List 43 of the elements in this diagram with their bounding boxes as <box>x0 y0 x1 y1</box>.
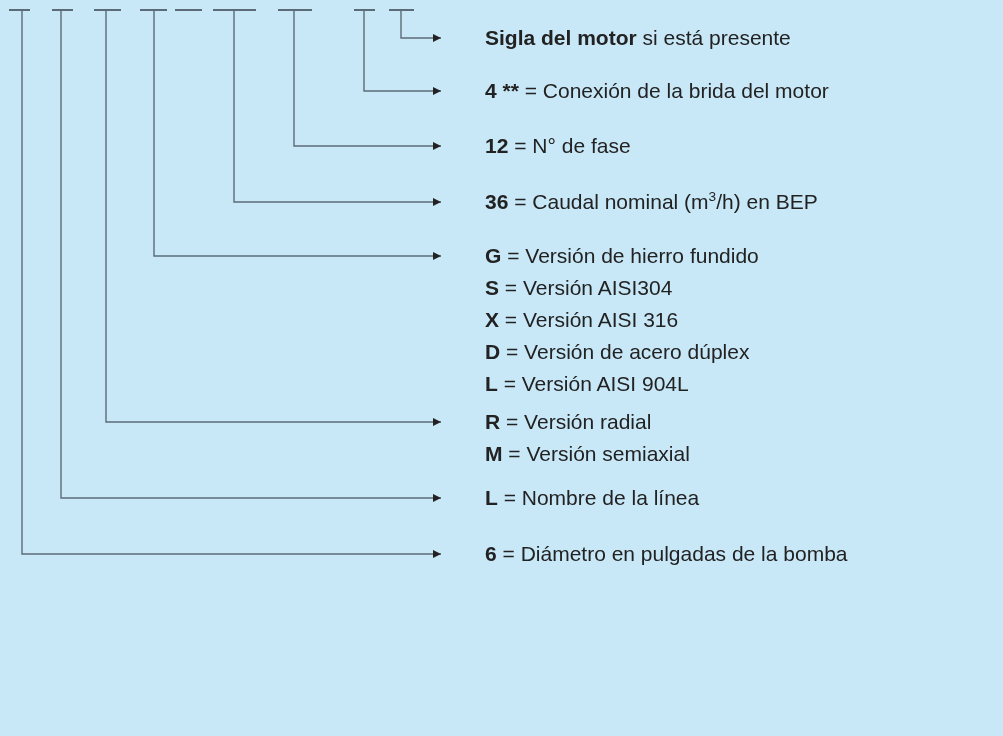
code-description: = Versión de hierro fundido <box>507 244 759 267</box>
code-description: = Versión AISI 904L <box>503 372 689 395</box>
code-description: = Diámetro en pulgadas de la bomba <box>502 542 848 565</box>
type-code: L <box>485 486 498 509</box>
code-description: = Versión semiaxial <box>508 442 690 465</box>
tick-mark <box>354 9 375 11</box>
type-code: 4 ** <box>485 79 519 102</box>
leader-arrow <box>21 9 442 558</box>
tick-mark <box>213 9 256 11</box>
leader-arrow <box>363 9 442 95</box>
tick-mark <box>389 9 414 11</box>
code-description: = Versión radial <box>506 410 652 433</box>
leader-arrow <box>153 9 442 260</box>
type-code: 6 <box>485 542 497 565</box>
type-code: L <box>485 372 498 395</box>
tick-mark <box>278 9 312 11</box>
leader-arrow <box>60 9 442 502</box>
code-description: si está presente <box>642 26 791 49</box>
type-code: X <box>485 308 499 331</box>
type-code: 36 <box>485 190 509 213</box>
code-description: = Versión AISI 316 <box>504 308 679 331</box>
code-description: = N° de fase <box>514 134 631 157</box>
leader-arrow <box>105 9 442 426</box>
tick-mark <box>175 9 202 11</box>
code-description: = Versión AISI304 <box>504 276 673 299</box>
type-code: M <box>485 442 503 465</box>
code-description: = Versión de acero dúplex <box>506 340 750 363</box>
type-code: 12 <box>485 134 509 157</box>
type-code: R <box>485 410 501 433</box>
type-code: D <box>485 340 501 363</box>
leader-arrow <box>293 9 442 150</box>
tick-mark <box>94 9 121 11</box>
type-code: G <box>485 244 502 267</box>
leader-arrow <box>400 9 442 42</box>
type-code: S <box>485 276 499 299</box>
code-description: = Nombre de la línea <box>503 486 700 509</box>
tick-mark <box>52 9 73 11</box>
type-code: Sigla del motor <box>485 26 637 49</box>
tick-mark <box>9 9 30 11</box>
leader-arrow <box>233 9 442 206</box>
code-description: = Caudal nominal (m$^{3}$/h) en BEP <box>514 190 818 213</box>
tick-mark <box>140 9 167 11</box>
code-description: = Conexión de la brida del motor <box>524 79 829 102</box>
